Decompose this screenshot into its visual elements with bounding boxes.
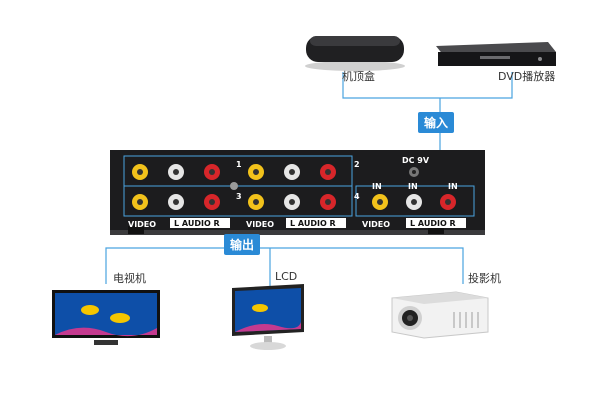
set-top-box-label: 机顶盒 — [342, 70, 375, 83]
projector-image — [391, 291, 489, 339]
audio-label-left: L AUDIO R — [174, 219, 220, 228]
projector-label: 投影机 — [468, 272, 501, 285]
group-3-number: 3 — [236, 192, 242, 201]
jack-row-2 — [132, 182, 336, 210]
audio-label-mid: L AUDIO R — [290, 219, 336, 228]
group-1-number: 1 — [236, 160, 242, 169]
in-label-2: IN — [408, 182, 418, 191]
in-label-1: IN — [372, 182, 382, 191]
tv-image — [52, 290, 160, 345]
input-jacks — [372, 167, 456, 210]
tv-label: 电视机 — [113, 272, 146, 285]
audio-label-right: L AUDIO R — [410, 219, 456, 228]
group-4-number: 4 — [354, 192, 360, 201]
dvd-player-image — [436, 42, 556, 66]
av-switcher-panel: 1 2 3 4 DC 9V IN IN IN VIDEO L AUDIO R V… — [110, 150, 485, 235]
set-top-box-image — [305, 36, 405, 71]
lcd-monitor-image — [232, 284, 304, 350]
dc-power-label: DC 9V — [402, 156, 430, 165]
lcd-label: LCD — [275, 270, 298, 283]
group-2-number: 2 — [354, 160, 360, 169]
dvd-player-label: DVD播放器 — [498, 70, 556, 83]
video-label-left: VIDEO — [128, 220, 156, 229]
in-label-3: IN — [448, 182, 458, 191]
jack-row-1 — [132, 164, 336, 180]
video-label-mid: VIDEO — [246, 220, 274, 229]
video-label-right: VIDEO — [362, 220, 390, 229]
input-tag: 输入 — [418, 112, 455, 133]
output-tag: 输出 — [224, 234, 261, 255]
